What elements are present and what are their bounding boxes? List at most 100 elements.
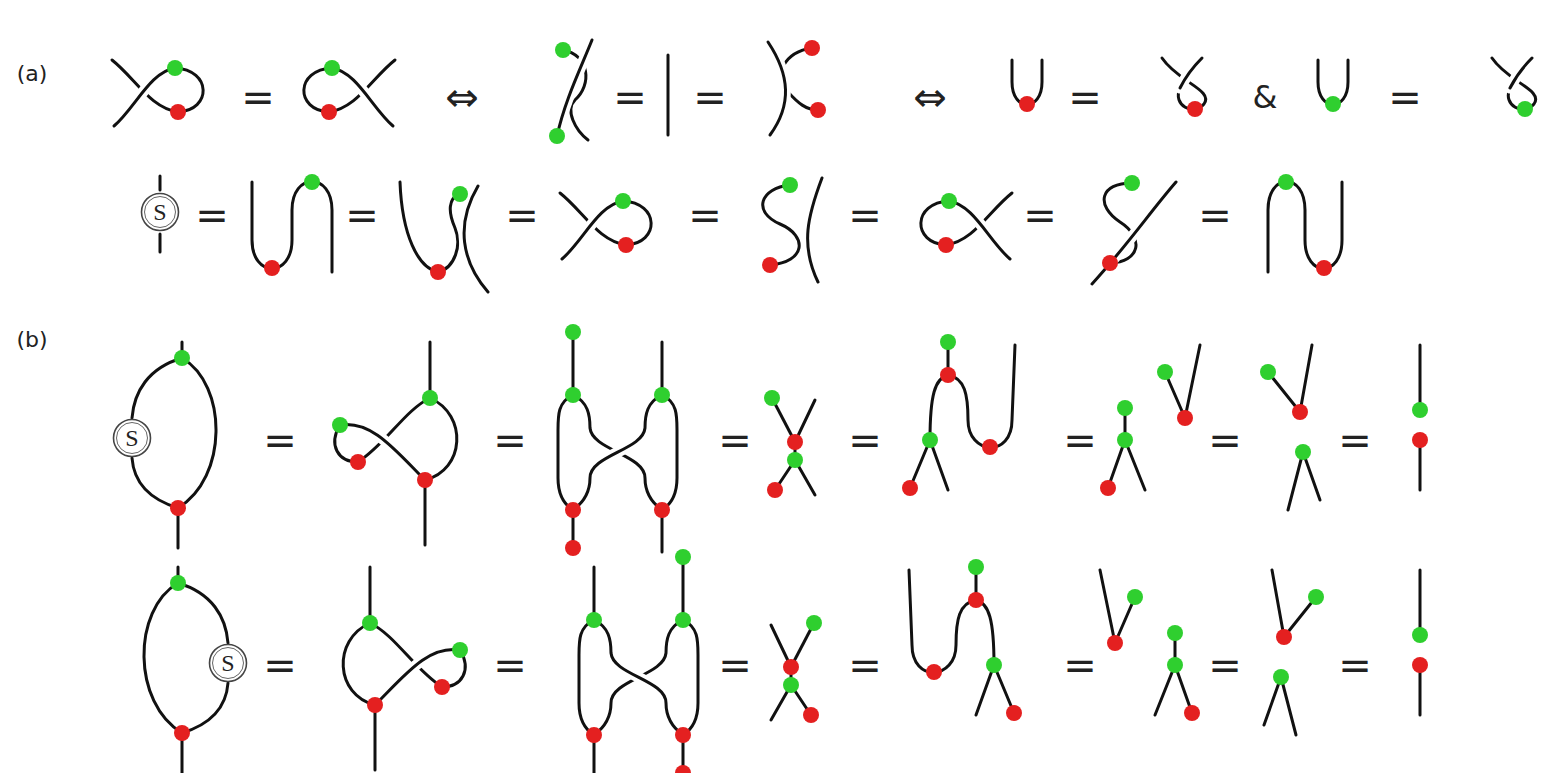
dot bbox=[1102, 255, 1118, 271]
strand bbox=[768, 42, 786, 135]
strand bbox=[768, 42, 786, 135]
strand bbox=[464, 186, 488, 292]
green-dot bbox=[1517, 101, 1533, 117]
zigzag bbox=[1268, 174, 1342, 276]
dot bbox=[174, 350, 190, 366]
strand bbox=[558, 395, 573, 510]
antipode-circle: S bbox=[208, 643, 248, 683]
strand bbox=[573, 395, 662, 510]
equation-symbol: = bbox=[718, 420, 752, 460]
dot bbox=[1292, 404, 1308, 420]
equation-symbol: ⇔ bbox=[913, 77, 947, 117]
dot bbox=[922, 432, 938, 448]
dot bbox=[422, 390, 438, 406]
dot bbox=[767, 482, 783, 498]
strand bbox=[1092, 182, 1176, 284]
operator-label: S bbox=[125, 426, 138, 450]
dot bbox=[902, 480, 918, 496]
dot bbox=[1260, 364, 1276, 380]
antipode-circle: S bbox=[112, 418, 152, 458]
strand bbox=[808, 178, 822, 282]
strand bbox=[114, 68, 175, 126]
strand bbox=[424, 480, 427, 545]
strand bbox=[1419, 442, 1422, 490]
equation-symbol: = bbox=[1338, 420, 1372, 460]
dot bbox=[1177, 410, 1193, 426]
equation-symbol: = bbox=[263, 645, 297, 685]
strand bbox=[948, 345, 1015, 447]
equation-symbol: = bbox=[505, 195, 539, 235]
equation-symbol: = bbox=[1063, 645, 1097, 685]
dot bbox=[1412, 402, 1428, 418]
dot bbox=[940, 367, 956, 383]
dot bbox=[654, 502, 670, 518]
strand bbox=[1288, 452, 1303, 510]
inner-ring bbox=[117, 423, 148, 454]
split bbox=[1100, 345, 1200, 496]
strand bbox=[400, 182, 460, 272]
dot bbox=[332, 417, 348, 433]
equation-symbol: ⇔ bbox=[445, 77, 479, 117]
crossing-loop bbox=[112, 60, 203, 126]
s-twist bbox=[762, 177, 822, 282]
dot bbox=[264, 260, 280, 276]
strand bbox=[572, 332, 575, 395]
separated-x bbox=[1264, 570, 1324, 735]
dot bbox=[982, 439, 998, 455]
loop-with-crossing bbox=[343, 567, 468, 770]
dot bbox=[417, 472, 433, 488]
outer-ring bbox=[114, 420, 151, 457]
dot bbox=[549, 128, 565, 144]
equation-symbol: = bbox=[693, 77, 727, 117]
strand bbox=[425, 398, 457, 480]
dot bbox=[804, 40, 820, 56]
equation-symbol: = bbox=[688, 195, 722, 235]
dot bbox=[1295, 444, 1311, 460]
dot bbox=[555, 42, 571, 58]
equation-symbol: = bbox=[848, 645, 882, 685]
dot bbox=[1412, 432, 1428, 448]
strand bbox=[1180, 58, 1202, 88]
strand bbox=[340, 424, 425, 480]
strand bbox=[464, 186, 488, 292]
bialgebra-x bbox=[771, 615, 822, 723]
twist-green bbox=[549, 40, 592, 144]
equation-symbol: = bbox=[1198, 195, 1232, 235]
panel-label: (b) bbox=[16, 329, 47, 351]
twist-red bbox=[768, 40, 826, 135]
strand bbox=[114, 68, 175, 126]
cap-cup bbox=[909, 559, 1022, 721]
curl bbox=[1492, 58, 1536, 109]
equation-symbol: = bbox=[613, 77, 647, 117]
crossing-loop bbox=[921, 193, 1012, 259]
dot bbox=[170, 104, 186, 120]
unit-counit bbox=[1412, 345, 1428, 490]
dot bbox=[1278, 174, 1294, 190]
dot bbox=[304, 174, 320, 190]
strand bbox=[662, 395, 677, 510]
identity-strand bbox=[667, 55, 670, 135]
strand bbox=[429, 342, 432, 398]
twisted-zigzag bbox=[400, 182, 488, 292]
curl bbox=[1162, 58, 1206, 109]
dot bbox=[787, 434, 803, 450]
dot bbox=[764, 390, 780, 406]
crossing-loop bbox=[560, 193, 651, 259]
dot bbox=[565, 324, 581, 340]
equation-symbol: = bbox=[195, 195, 229, 235]
dot bbox=[1157, 364, 1173, 380]
dot bbox=[1124, 175, 1140, 191]
outer-ring bbox=[142, 194, 179, 231]
operator-label: S bbox=[153, 200, 166, 224]
dot bbox=[782, 177, 798, 193]
dot bbox=[430, 264, 446, 280]
dot bbox=[565, 387, 581, 403]
dot bbox=[787, 452, 803, 468]
strand bbox=[132, 458, 178, 508]
equation-symbol: = bbox=[1338, 645, 1372, 685]
strand bbox=[340, 424, 425, 480]
cup-green bbox=[1318, 60, 1348, 112]
strand bbox=[808, 178, 822, 282]
antipode-circle: S bbox=[140, 192, 180, 232]
